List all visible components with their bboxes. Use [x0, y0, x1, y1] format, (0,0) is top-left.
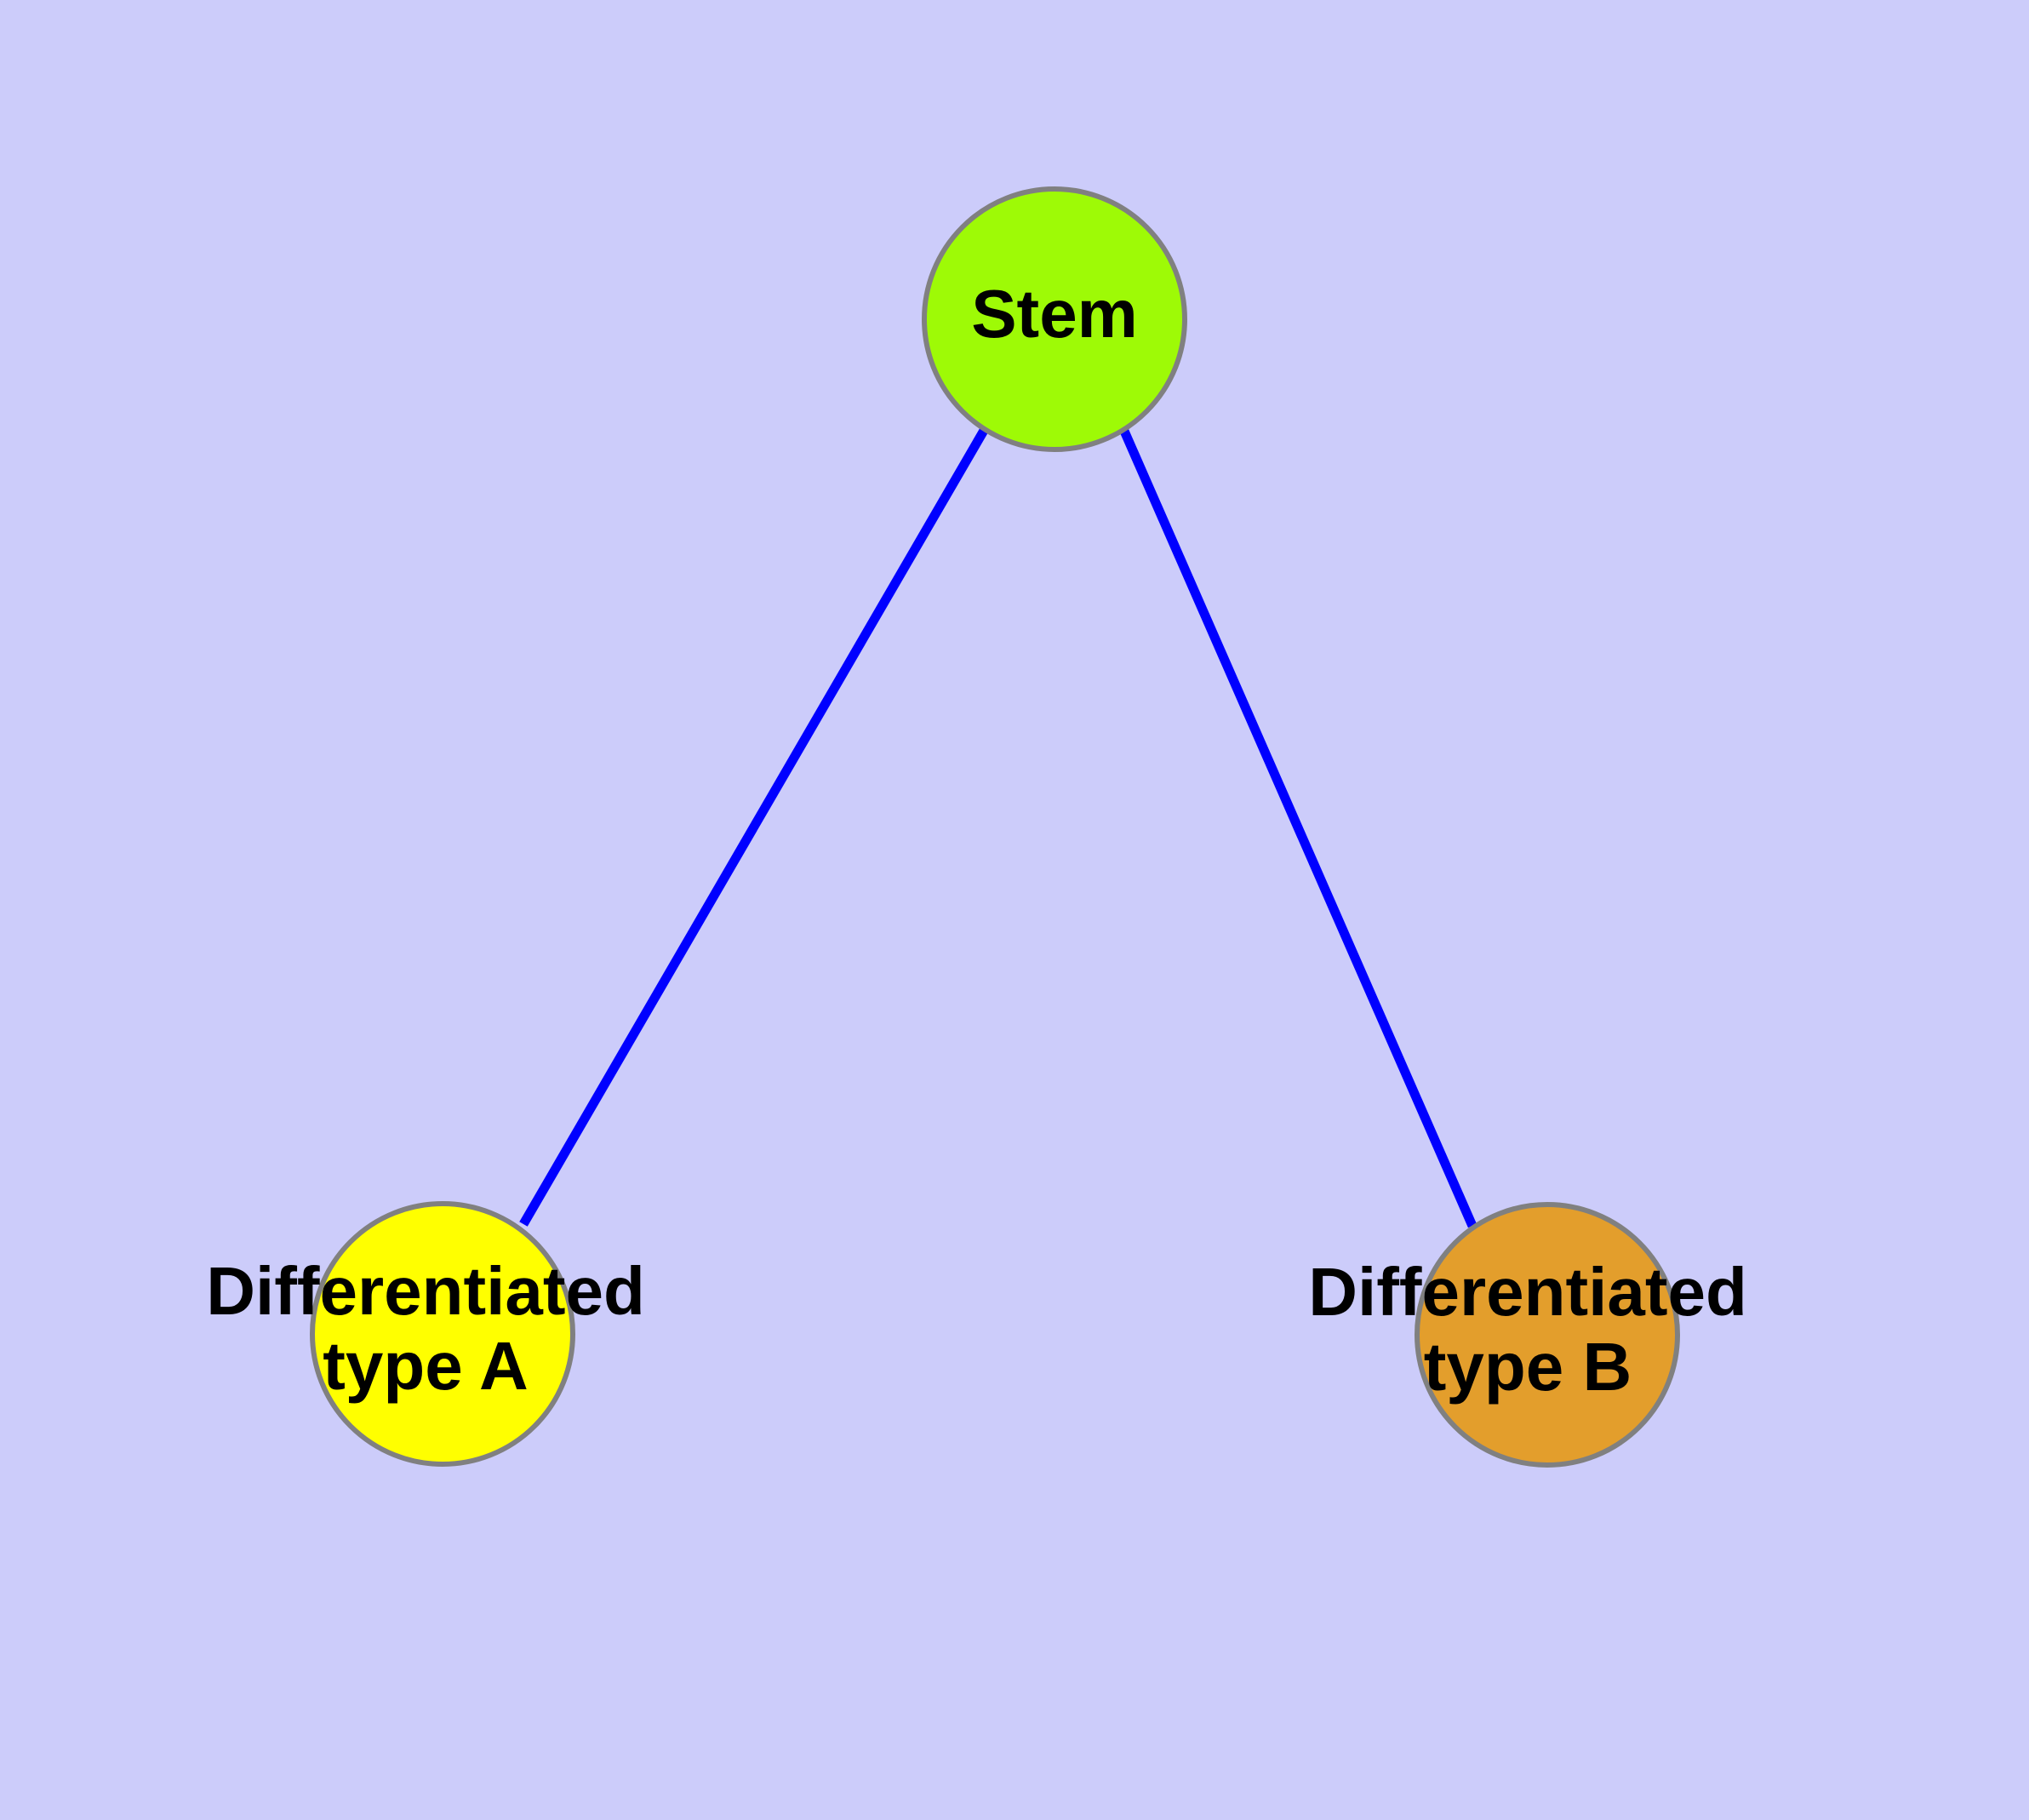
graph-edge-stem-to-diff-b[interactable] [1118, 426, 1477, 1228]
graph-node-label-line: Differentiated [1308, 1254, 1747, 1330]
graph-node-label-line: type A [323, 1328, 529, 1404]
graph-edge-stem-to-diff-a[interactable] [519, 426, 989, 1227]
graph-node-diff-a[interactable] [310, 1201, 575, 1467]
nodes-layer [310, 186, 1680, 1468]
graph-node-label-stem: Stem [971, 276, 1138, 352]
graph-node-stem[interactable] [922, 186, 1187, 452]
edges-layer [519, 426, 1477, 1228]
graph-node-label-line: Differentiated [206, 1253, 645, 1329]
graph-node-diff-b[interactable] [1415, 1202, 1680, 1468]
graph-node-label-line: type B [1424, 1329, 1632, 1405]
graph-node-label-line: Stem [971, 276, 1138, 352]
